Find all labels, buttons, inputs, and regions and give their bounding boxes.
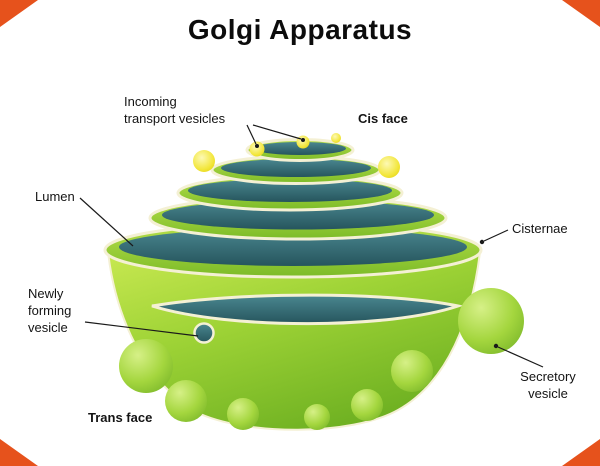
label-lumen: Lumen [35,189,75,204]
golgi-body [106,250,482,431]
secretory-vesicle-sphere [227,398,259,430]
corner-mark-top-left [0,0,38,27]
leader-dot [479,239,485,245]
leader-line-cisternae [483,229,509,242]
secretory-vesicle-sphere [458,288,524,354]
corner-mark-bottom-right [562,439,600,466]
newly-forming-vesicle-shape [193,322,215,344]
leader-dot [493,343,499,349]
cisternae-stack [103,138,483,279]
transport-vesicle [331,133,341,143]
cisterna-3 [176,174,404,212]
leader-lines [79,124,544,368]
secretory-vesicles [119,288,524,430]
label-cisternae: Cisternae [512,221,568,236]
label-newly-forming-vesicle: Newly forming vesicle [28,286,72,335]
secretory-vesicle-sphere [119,339,173,393]
cisterna-1 [103,221,483,279]
leader-line-lumen [79,197,134,247]
transport-vesicle [249,141,265,157]
secretory-vesicle-sphere [304,404,330,430]
label-trans-face: Trans face [88,410,153,425]
label-incoming-transport-vesicles: Incoming transport vesicles [124,94,226,126]
leader-line-incoming-1 [246,124,257,145]
leader-line-secretory [497,346,544,368]
label-cis-face: Cis face [358,111,408,126]
secretory-vesicle-sphere [165,380,207,422]
secretory-vesicle-sphere [351,389,383,421]
label-secretory-vesicle: Secretory vesicle [520,369,576,401]
transport-vesicle [378,156,400,178]
corner-mark-bottom-left [0,439,38,466]
diagram-title: Golgi Apparatus [187,14,413,45]
lumen-opening [151,293,464,326]
leader-dot [255,144,259,148]
corner-mark-top-right [562,0,600,27]
leader-line-newly-forming [84,321,199,337]
leader-dot [301,138,305,142]
transport-vesicle [193,150,215,172]
secretory-vesicle-sphere [391,350,433,392]
leader-line-incoming-2 [252,124,302,140]
